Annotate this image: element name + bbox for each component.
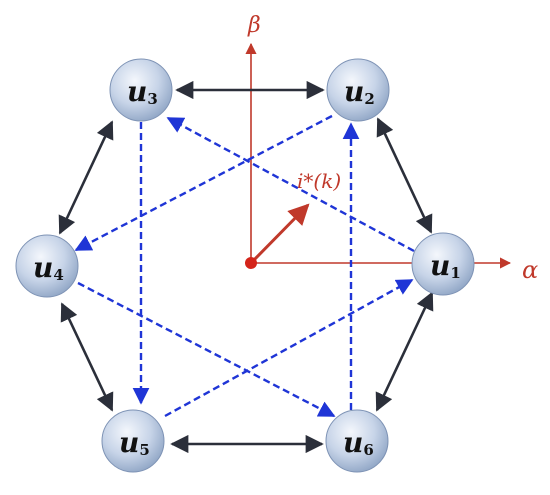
adjacent-transitions	[58, 80, 434, 454]
node-u1: u1	[411, 232, 475, 296]
node-u4-sub: 4	[53, 266, 63, 284]
dashed-u4-u6	[77, 281, 336, 418]
node-u6-letter: u	[343, 426, 363, 459]
node-u4-letter: u	[33, 251, 53, 284]
svg-text:u4: u4	[33, 251, 64, 284]
node-u6: u6	[325, 409, 389, 473]
node-u2: u2	[326, 58, 390, 122]
svg-text:u3: u3	[127, 75, 158, 108]
node-u5-letter: u	[119, 426, 139, 459]
node-u4: u4	[15, 234, 79, 298]
node-u3-letter: u	[127, 75, 147, 108]
current-vector-arrow	[249, 203, 310, 265]
node-u2-sub: 2	[364, 90, 374, 108]
node-u6-sub: 6	[363, 441, 373, 459]
arrow-u4-u3	[58, 120, 114, 235]
node-u5-sub: 5	[139, 441, 149, 459]
arrow-u2-u1	[376, 117, 433, 234]
cross-transitions	[74, 114, 415, 418]
svg-text:u2: u2	[344, 75, 375, 108]
node-u5: u5	[101, 409, 165, 473]
svg-text:u5: u5	[119, 426, 150, 459]
arrow-u5-u4	[60, 302, 114, 412]
node-u2-letter: u	[344, 75, 364, 108]
node-u3-sub: 3	[147, 90, 157, 108]
origin-dot	[245, 257, 257, 269]
beta-label: β	[247, 13, 261, 38]
alpha-label: α	[522, 256, 538, 284]
current-vector-label: i*(k)	[297, 169, 341, 193]
node-u1-letter: u	[430, 249, 450, 282]
node-u1-sub: 1	[450, 264, 460, 282]
svg-text:u1: u1	[430, 249, 461, 282]
dashed-u2-u4	[74, 114, 333, 252]
current-vector: i*(k)	[245, 169, 341, 269]
svg-text:u6: u6	[343, 426, 374, 459]
arrow-u1-u6	[375, 291, 434, 412]
node-u3: u3	[109, 58, 173, 122]
dashed-u5-u1	[164, 278, 414, 418]
dashed-u1-u3	[166, 116, 415, 253]
